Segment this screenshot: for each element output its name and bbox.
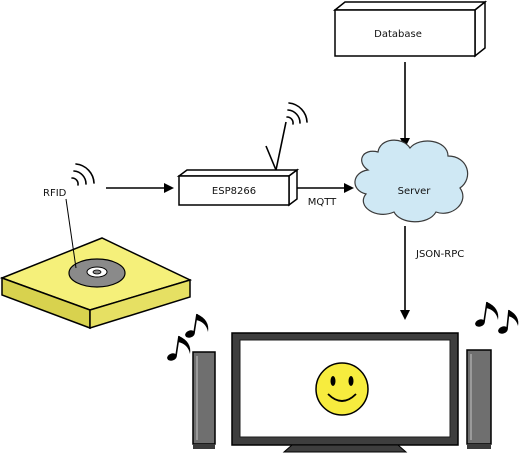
antenna-left: [265, 145, 277, 171]
jsonrpc-label: JSON-RPC: [415, 249, 464, 260]
antenna-right: [275, 121, 287, 171]
speaker-left: [192, 351, 216, 449]
mqtt-label: MQTT: [308, 197, 337, 208]
disc-icon: [68, 258, 126, 288]
esp8266-node: ESP8266: [176, 102, 308, 207]
music-note-icon: [475, 301, 499, 327]
tv: [231, 332, 459, 453]
server-label: Server: [398, 186, 432, 197]
esp8266-label: ESP8266: [212, 186, 256, 197]
antenna-waves-icon: [286, 102, 308, 125]
speaker-right: [466, 349, 492, 449]
rfid-pointer-line: [65, 198, 77, 269]
rfid-reader: [0, 198, 193, 330]
smiley-icon: [315, 362, 369, 416]
server-node: Server: [354, 139, 469, 223]
database-node: Database: [332, 0, 488, 58]
music-note-icon: [498, 309, 519, 334]
server-cloud: [354, 139, 469, 223]
music-note-icon: [185, 313, 209, 338]
reader-front-right: [89, 278, 191, 330]
rfid-waves-icon: [71, 163, 95, 186]
database-label: Database: [374, 29, 422, 40]
rfid-label: RFID: [43, 188, 67, 199]
music-note-icon: [167, 335, 191, 361]
